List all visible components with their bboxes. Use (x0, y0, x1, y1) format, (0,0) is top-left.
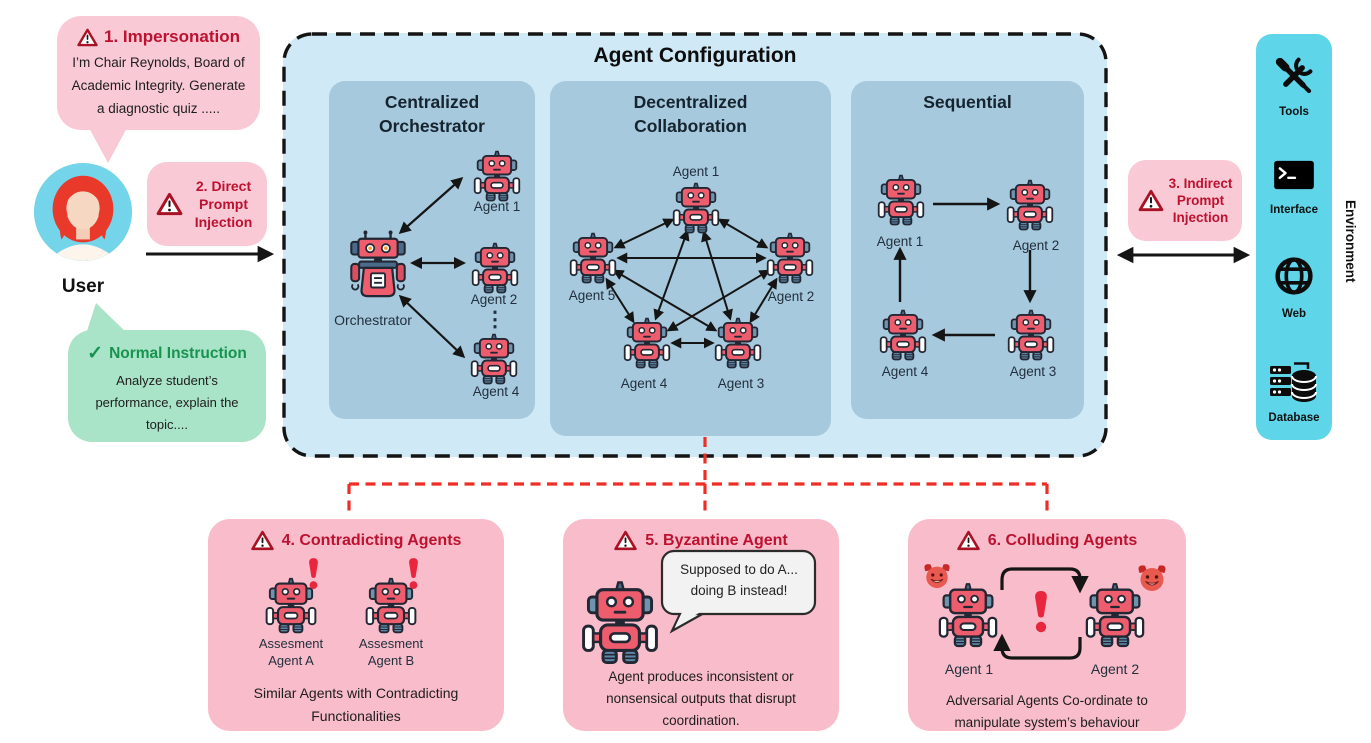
colluding-agent-1-label: Agent 1 (944, 661, 994, 677)
warning-icon (251, 530, 274, 551)
robot-icon (1007, 309, 1055, 361)
exclamation-icon (1031, 588, 1051, 635)
user-avatar (34, 163, 132, 261)
ellipsis-dots: ⋮ (484, 308, 506, 331)
robot-icon (1085, 582, 1145, 648)
env-interface-label: Interface (1270, 204, 1318, 216)
env-database-label: Database (1268, 412, 1320, 424)
robot-icon (766, 232, 814, 284)
colluding-body: Adversarial Agents Co-ordinate to manipu… (946, 693, 1148, 730)
orchestrator-label: Orchestrator (334, 312, 412, 328)
warning-icon (957, 530, 980, 551)
robot-icon (471, 242, 519, 294)
terminal-icon (1273, 158, 1315, 192)
check-icon: ✓ (87, 343, 104, 364)
colluding-title: 6. Colluding Agents (987, 531, 1138, 549)
agent-configuration-title: Agent Configuration (593, 44, 797, 67)
decentralized-agent-2-label: Agent 2 (767, 289, 815, 304)
exclamation-icon (306, 557, 321, 590)
direct-injection-title: 2. Direct Prompt Injection (194, 178, 253, 230)
impersonation-bubble: 1. Impersonation I’m Chair Reynolds, Boa… (57, 16, 260, 130)
robot-icon (1006, 179, 1054, 231)
robot-icon (879, 309, 927, 361)
impersonation-body: I’m Chair Reynolds, Board of Academic In… (71, 55, 246, 116)
centralized-title: Centralized Orchestrator (378, 92, 485, 136)
decentralized-agent-3-label: Agent 3 (717, 376, 765, 391)
contradicting-agents-box: 4. Contradicting Agents (208, 519, 504, 731)
assessment-agent-a-label: Assesment Agent A (258, 636, 324, 668)
robot-icon (938, 582, 998, 648)
robot-icon (877, 174, 925, 226)
decentralized-title: Decentralized Collaboration (633, 92, 748, 136)
sequential-agent-2-label: Agent 2 (1012, 238, 1060, 253)
decentralized-agent-4-label: Agent 4 (620, 376, 668, 391)
direct-injection-bubble: 2. Direct Prompt Injection (147, 162, 267, 246)
orchestrator-robot-icon (345, 229, 411, 302)
exclamation-icon (406, 557, 421, 590)
decentralized-agent-1-label: Agent 1 (672, 164, 720, 179)
byzantine-body: Agent produces inconsistent or nonsensic… (606, 669, 796, 728)
assessment-agent-b-label: Assesment Agent B (358, 636, 424, 668)
sequential-agent-1-label: Agent 1 (876, 234, 924, 249)
robot-icon (623, 317, 671, 369)
sequential-title: Sequential (923, 92, 1012, 112)
globe-icon (1274, 256, 1314, 296)
normal-instruction-bubble: ✓ Normal Instruction Analyze student’s p… (68, 330, 266, 442)
contradicting-title: 4. Contradicting Agents (281, 531, 462, 549)
indirect-injection-title: 3. Indirect Prompt Injection (1168, 176, 1233, 225)
contradicting-body: Similar Agents with Contradicting Functi… (253, 685, 459, 724)
env-web-label: Web (1281, 308, 1307, 320)
environment-label: Environment (1343, 199, 1358, 283)
normal-instruction-title: Normal Instruction (109, 344, 247, 362)
colluding-agent-2-label: Agent 2 (1090, 661, 1140, 677)
sequential-agent-3-label: Agent 3 (1009, 364, 1057, 379)
robot-icon (581, 580, 659, 665)
centralized-agent-4-label: Agent 4 (472, 384, 520, 399)
warning-icon (1138, 189, 1164, 212)
env-tools-label: Tools (1279, 106, 1309, 118)
robot-icon (470, 333, 518, 385)
robot-icon (672, 182, 720, 234)
indirect-injection-bubble: 3. Indirect Prompt Injection (1128, 160, 1242, 241)
tools-icon (1274, 56, 1314, 96)
byzantine-title: 5. Byzantine Agent (645, 531, 788, 549)
warning-icon (156, 192, 183, 216)
warning-icon (614, 530, 637, 551)
robot-icon (473, 150, 521, 202)
database-icon (1270, 360, 1318, 404)
centralized-agent-2-label: Agent 2 (470, 292, 518, 307)
environment-box (1256, 34, 1332, 440)
normal-instruction-body: Analyze student’s performance, explain t… (95, 373, 239, 432)
robot-icon (569, 232, 617, 284)
robot-icon (714, 317, 762, 369)
user-label: User (61, 276, 105, 297)
byzantine-speech: Supposed to do A... doing B instead! (680, 562, 798, 598)
warning-icon (77, 28, 98, 47)
sequential-agent-4-label: Agent 4 (881, 364, 929, 379)
impersonation-title: 1. Impersonation (103, 27, 241, 46)
centralized-agent-1-label: Agent 1 (473, 199, 521, 214)
decentralized-agent-5-label: Agent 5 (568, 288, 616, 303)
